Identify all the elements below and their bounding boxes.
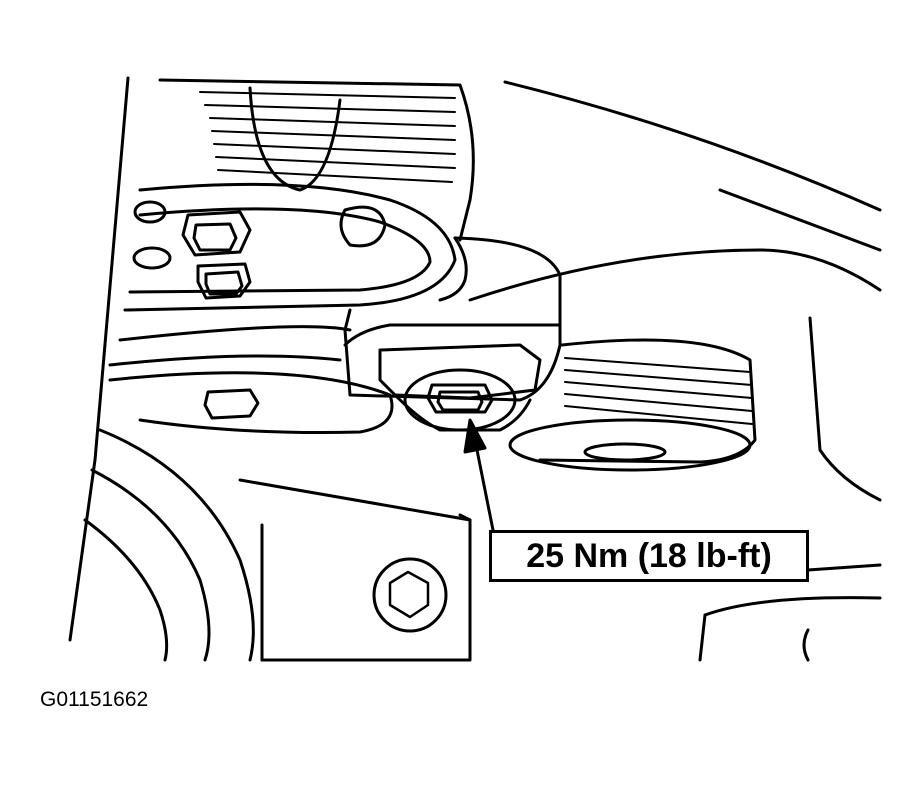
left-bracket (132, 200, 387, 270)
arrow-up-icon (463, 418, 495, 532)
lower-housing (238, 478, 472, 662)
crank-pulley (83, 428, 255, 662)
top-pulley (158, 78, 475, 242)
lower-right-part (698, 563, 882, 662)
torque-callout: 25 Nm (18 lb-ft) (489, 530, 809, 582)
belt-tensioner (343, 236, 562, 432)
hex-socket-icon (372, 557, 448, 633)
upper-bracket (468, 80, 882, 502)
drive-belt (108, 182, 457, 367)
frame-left-line (68, 76, 130, 642)
left-pulley (108, 371, 394, 434)
hex-bolt-icon (181, 210, 252, 300)
figure-id: G01151662 (40, 688, 149, 711)
tensioner-bolt (403, 368, 517, 432)
right-pulley (508, 338, 757, 472)
